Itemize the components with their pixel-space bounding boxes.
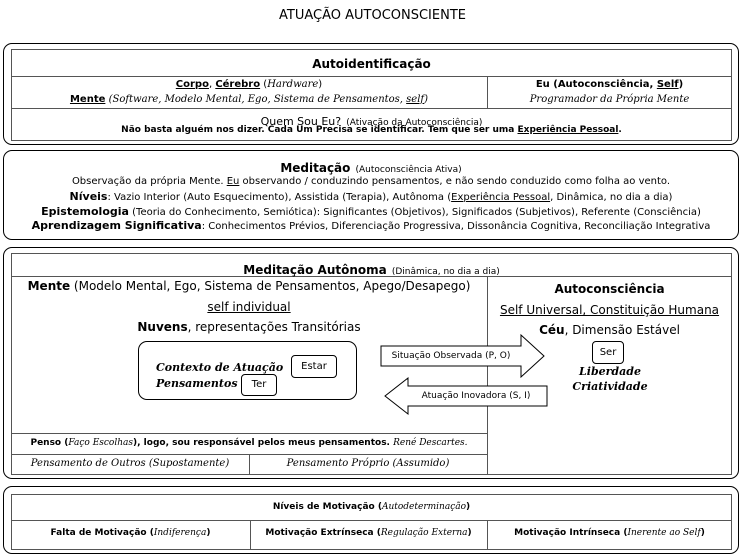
pensamento-proprio: Pensamento Próprio (Assumido) xyxy=(286,458,450,469)
meditacao-epistemologia: Epistemologia (Teoria do Conhecimento, S… xyxy=(41,205,701,218)
arrows-svg xyxy=(380,333,548,416)
corpo-label: Corpo xyxy=(175,79,209,90)
contexto-line2: Pensamentos xyxy=(156,377,238,390)
motivacao-col2: Motivação Extrínseca (Regulação Externa) xyxy=(265,528,472,538)
autonoma-section xyxy=(3,247,739,479)
motivacao-col1: Falta de Motivação (Indiferença) xyxy=(50,528,211,538)
self-universal: Self Universal, Constituição Humana xyxy=(499,303,720,317)
motivacao-table xyxy=(11,494,732,550)
estar-box: Estar xyxy=(291,355,337,378)
programador-text: Programador da Própria Mente xyxy=(529,94,690,105)
autoid-eu-line: Eu (Autoconsciência, Self) xyxy=(535,79,684,90)
ceu-line: Céu, Dimensão Estável xyxy=(539,323,680,337)
pensamento-outros: Pensamento de Outros (Supostamente) xyxy=(30,458,230,469)
ser-box: Ser xyxy=(592,341,624,364)
meditacao-aprendizagem: Aprendizagem Significativa: Conhecimento… xyxy=(31,219,711,232)
autoid-table xyxy=(11,49,732,141)
penso-line: Penso (Faço Escolhas), logo, sou respons… xyxy=(30,438,468,448)
contexto-line1: Contexto de Atuação xyxy=(156,361,284,374)
meditacao-heading: Meditação (Autoconsciência Ativa) xyxy=(280,161,462,175)
autonoma-table xyxy=(11,253,732,475)
quem-sou-eu: Quem Sou Eu? (Ativação da Autoconsciênci… xyxy=(260,115,483,128)
autoid-mind-line: Mente (Software, Modelo Mental, Ego, Sis… xyxy=(69,94,429,105)
arrow-right-label: Situação Observada (P, O) xyxy=(391,351,511,361)
autoid-heading: Autoidentificação xyxy=(312,57,431,71)
autoconsciencia-heading: Autoconsciência xyxy=(554,282,665,296)
nuvens-line: Nuvens, representações Transitórias xyxy=(137,320,361,334)
autoid-section xyxy=(3,43,739,145)
autoid-body-line: Corpo, Cérebro (Hardware) xyxy=(175,79,323,90)
autonoma-heading: Meditação Autônoma (Dinâmica, no dia a d… xyxy=(243,263,500,277)
arrow-left-label: Atuação Inovadora (S, I) xyxy=(421,391,531,401)
motivacao-section xyxy=(3,486,739,554)
self-individual: self individual xyxy=(207,300,291,314)
cerebro-label: Cérebro xyxy=(215,79,261,90)
page-title: ATUAÇÃO AUTOCONSCIENTE xyxy=(279,8,466,23)
motivacao-col3: Motivação Intrínseca (Inerente ao Self) xyxy=(514,528,705,538)
liberdade-text: Liberdade xyxy=(579,365,641,378)
ter-box: Ter xyxy=(241,374,277,396)
motivacao-heading: Níveis de Motivação (Autodeterminação) xyxy=(272,502,471,512)
criatividade-text: Criatividade xyxy=(572,380,648,393)
mente-line: Mente (Modelo Mental, Ego, Sistema de Pe… xyxy=(27,279,471,293)
arrow-left-shape xyxy=(384,376,548,416)
hardware-label: Hardware xyxy=(267,79,319,90)
mente-label: Mente xyxy=(69,94,106,105)
meditacao-section xyxy=(3,150,739,240)
meditacao-niveis: Níveis: Vazio Interior (Auto Esqueciment… xyxy=(69,190,673,203)
contexto-box xyxy=(138,341,357,400)
arrow-right-shape xyxy=(380,333,545,379)
meditacao-line1: Observação da própria Mente. Eu observan… xyxy=(71,176,671,187)
autoid-bottom-text: Não basta alguém nos dizer. Cada Um Prec… xyxy=(121,125,622,135)
